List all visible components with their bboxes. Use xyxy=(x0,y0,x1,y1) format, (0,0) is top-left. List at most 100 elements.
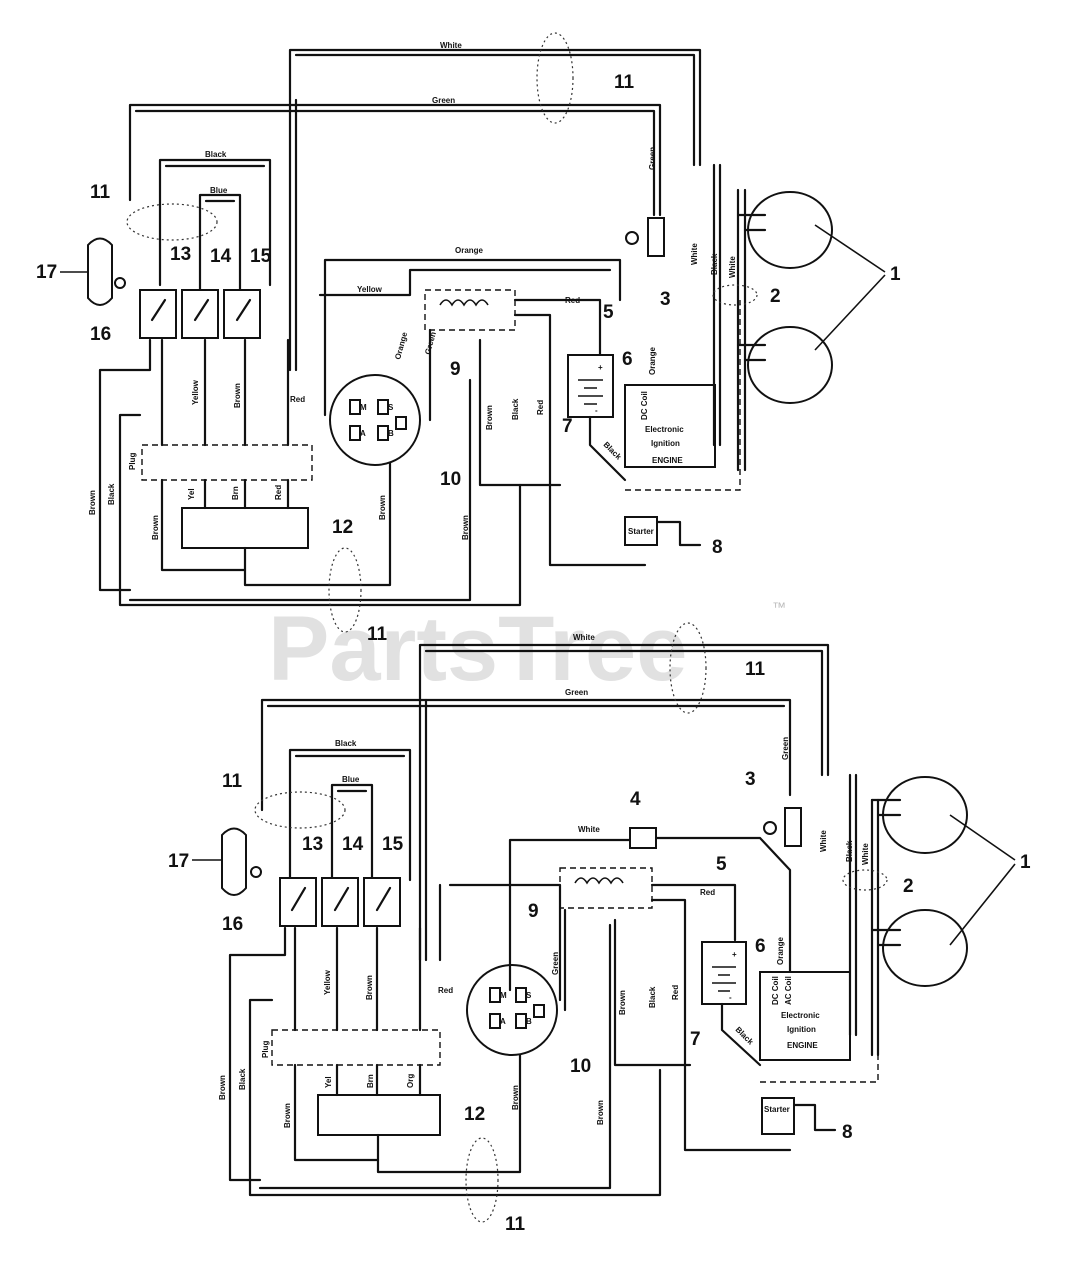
label-orange-eng: Orange xyxy=(648,346,657,375)
diagram-top xyxy=(87,32,833,633)
solenoid-9-top xyxy=(424,289,516,331)
label-yel-b: Yel xyxy=(324,1076,333,1088)
label-blue-b: Blue xyxy=(342,775,360,784)
label-dc-coil: DC Coil xyxy=(640,391,649,420)
callout-5: 5 xyxy=(603,302,614,323)
label-white-r: White xyxy=(690,243,699,265)
label-white: White xyxy=(440,41,462,50)
label-green-sw-b: Green xyxy=(551,952,560,975)
label-black-sol: Black xyxy=(511,398,520,420)
label-white-b: White xyxy=(573,633,595,642)
callout-11b-b: 11 xyxy=(222,771,243,792)
label-brn: Brn xyxy=(231,486,240,500)
wire-black-bottom xyxy=(288,748,412,882)
label-brown-v: Brown xyxy=(233,383,242,408)
label-black-r-b: Black xyxy=(845,840,854,862)
label-black-r: Black xyxy=(710,253,719,275)
plug-bottom xyxy=(271,1029,441,1066)
label-electronic-b: Electronic xyxy=(781,1011,820,1020)
battery-6-bottom xyxy=(701,941,747,1005)
label-yellow-b: Yellow xyxy=(323,969,332,995)
terminal-a: A xyxy=(360,429,366,438)
callout-1-b: 1 xyxy=(1020,852,1031,873)
label-yellow: Yellow xyxy=(357,285,383,294)
plug-top xyxy=(141,444,313,481)
label-brown-mod-b: Brown xyxy=(283,1103,292,1128)
label-black-left: Black xyxy=(107,483,116,505)
starter-top xyxy=(624,516,658,546)
label-red-2: Red xyxy=(290,395,305,404)
callout-4-b: 4 xyxy=(630,789,641,810)
key-switch-3-bottom xyxy=(784,807,802,847)
wire-right-top xyxy=(712,163,747,472)
wire-labels: White Green Black Blue Orange Yellow Red… xyxy=(88,41,870,1128)
callout-11b: 11 xyxy=(90,182,111,203)
label-white-4: White xyxy=(578,825,600,834)
watermark-brand: PartsTree xyxy=(268,598,687,700)
light-17-bottom xyxy=(221,827,247,896)
headlight-1b-top xyxy=(747,326,833,404)
callout-10-b: 10 xyxy=(570,1056,591,1077)
label-ac-coil-b: AC Coil xyxy=(784,976,793,1005)
label-brown-r: Brown xyxy=(461,515,470,540)
terminal-m-b: M xyxy=(500,991,507,1000)
label-yel: Yel xyxy=(187,488,196,500)
callout-3-b: 3 xyxy=(745,769,756,790)
terminal-s: S xyxy=(388,403,394,412)
terminal-s-b: S xyxy=(526,991,532,1000)
key-switch-3-top xyxy=(647,217,665,257)
headlight-1b-bottom xyxy=(882,909,968,987)
label-orange: Orange xyxy=(455,246,484,255)
label-engine-b: ENGINE xyxy=(787,1041,818,1050)
label-green-key-b: Green xyxy=(781,737,790,760)
label-brown-r-b: Brown xyxy=(596,1100,605,1125)
callout-1: 1 xyxy=(890,264,901,285)
terminal-m: M xyxy=(360,403,367,412)
callout-14: 14 xyxy=(210,246,232,267)
label-org-b: Org xyxy=(406,1074,415,1088)
label-green-b: Green xyxy=(565,688,588,697)
wire-blue-bottom xyxy=(330,783,374,882)
connector-4 xyxy=(629,827,657,849)
callout-10: 10 xyxy=(440,469,461,490)
wire-green-top xyxy=(128,103,662,217)
label-red-b2: Red xyxy=(438,986,453,995)
label-dc-coil-b: DC Coil xyxy=(771,976,780,1005)
wire-right-bottom xyxy=(848,773,880,1057)
module-12-top xyxy=(181,507,309,549)
wire-black-top xyxy=(158,158,272,287)
callout-17-b: 17 xyxy=(168,851,189,872)
callout-8-b: 8 xyxy=(842,1122,853,1143)
callout-13: 13 xyxy=(170,244,191,265)
label-black: Black xyxy=(205,150,227,159)
label-black-b: Black xyxy=(335,739,357,748)
label-electronic: Electronic xyxy=(645,425,684,434)
callout-16: 16 xyxy=(90,324,111,345)
switch-13-top xyxy=(139,289,177,339)
watermark-tm: ™ xyxy=(772,599,786,615)
callout-3: 3 xyxy=(660,289,671,310)
label-minus-b: - xyxy=(729,993,732,1002)
callout-17: 17 xyxy=(36,262,57,283)
label-brown-mod: Brown xyxy=(151,515,160,540)
light-17-top xyxy=(87,237,113,306)
diagram-bottom xyxy=(221,622,968,1223)
callout-12-b: 12 xyxy=(464,1104,485,1125)
callout-6: 6 xyxy=(622,349,633,370)
label-plug-b: Plug xyxy=(261,1041,270,1058)
callout-8: 8 xyxy=(712,537,723,558)
label-red-v: Red xyxy=(274,485,283,500)
engine-top xyxy=(624,384,716,468)
ignition-switch-10-top xyxy=(329,374,421,466)
wire-blue-top xyxy=(198,193,242,292)
label-green-sw: Green xyxy=(423,331,438,356)
label-brown-sw: Brown xyxy=(378,495,387,520)
callout-16-b: 16 xyxy=(222,914,243,935)
callout-13-b: 13 xyxy=(302,834,323,855)
label-white-r2-b: White xyxy=(861,843,870,865)
starter-bottom xyxy=(761,1097,795,1135)
label-yellow-v: Yellow xyxy=(191,379,200,405)
callout-2-b: 2 xyxy=(903,876,914,897)
label-starter-b: Starter xyxy=(764,1105,790,1114)
